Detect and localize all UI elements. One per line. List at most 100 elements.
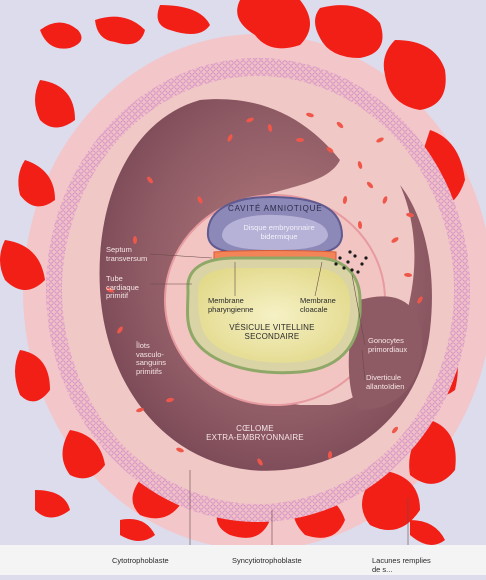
vessel-19 bbox=[117, 326, 123, 334]
yolk-sac-label: VÉSICULE VITELLINE SECONDAIRE bbox=[220, 323, 324, 341]
vessel-3 bbox=[357, 161, 363, 169]
germ-cells-line1: Gonocytes bbox=[368, 336, 404, 345]
primordial-germ-cells bbox=[334, 250, 368, 274]
vessel-20 bbox=[136, 407, 144, 413]
pharyngeal-line2: pharyngienne bbox=[208, 304, 254, 314]
cloacal-membrane-label: Membrane cloacale bbox=[300, 296, 336, 314]
lacuna-4 bbox=[237, 0, 310, 49]
vessel-22 bbox=[257, 458, 263, 466]
vessel-23 bbox=[327, 451, 333, 459]
vessel-25 bbox=[166, 397, 174, 403]
lacuna-6 bbox=[383, 40, 446, 110]
vessel-11 bbox=[406, 212, 414, 218]
leader-lines bbox=[149, 253, 409, 555]
vessel-12 bbox=[366, 181, 374, 189]
vessel-7 bbox=[336, 121, 344, 129]
septum-line1: Septum bbox=[106, 245, 132, 254]
vessel-14 bbox=[417, 296, 423, 304]
tube-line1: Tube bbox=[106, 274, 123, 283]
allantois-line2: allantoïdien bbox=[366, 381, 405, 391]
lacuna-15 bbox=[62, 430, 105, 479]
lacuna-20 bbox=[35, 490, 70, 518]
lacuna-17 bbox=[0, 240, 45, 290]
germ-cell-4 bbox=[360, 262, 364, 266]
vessel-10 bbox=[376, 137, 384, 143]
lacuna-22 bbox=[410, 520, 445, 545]
coelom-line2: EXTRA-EMBRYONNAIRE bbox=[206, 433, 304, 442]
germ-cell-10 bbox=[348, 250, 352, 254]
vessel-18 bbox=[132, 236, 138, 244]
blood-islands-label: Îlots vasculo- sanguins primitifs bbox=[136, 341, 167, 376]
vessel-16 bbox=[306, 112, 314, 118]
cloacal-line1: Membrane bbox=[300, 296, 336, 305]
allantois-label: Diverticule allantoïdien bbox=[366, 373, 405, 391]
lacunae-line2: de s... bbox=[372, 564, 393, 574]
embryonic-disc-line2: bidermique bbox=[260, 231, 298, 241]
germ-cell-6 bbox=[342, 266, 346, 270]
vessel-9 bbox=[227, 134, 233, 142]
lacuna-19 bbox=[35, 80, 75, 128]
lacuna-1 bbox=[40, 22, 82, 49]
blood-islands-line4: primitifs bbox=[136, 366, 162, 376]
germ-cell-1 bbox=[338, 256, 342, 260]
germ-cells-label: Gonocytes primordiaux bbox=[368, 336, 408, 354]
allantois-line1: Diverticule bbox=[366, 373, 402, 382]
cloacal-line2: cloacale bbox=[300, 304, 328, 314]
pharyngeal-line1: Membrane bbox=[208, 296, 244, 305]
pharyngeal-membrane-label: Membrane pharyngienne bbox=[208, 296, 254, 314]
lacuna-16 bbox=[15, 350, 50, 402]
lacunae-label: Lacunes remplies de s... bbox=[372, 556, 431, 574]
lacunae-line1: Lacunes remplies bbox=[372, 556, 431, 565]
coelom-line1: CŒLOME bbox=[236, 424, 274, 433]
lacuna-18 bbox=[18, 160, 55, 207]
germ-cell-2 bbox=[346, 260, 350, 264]
yolk-sac-line2: SECONDAIRE bbox=[244, 332, 300, 341]
vessel-26 bbox=[106, 287, 114, 293]
septum-label: Septum transversum bbox=[106, 245, 148, 263]
lacuna-21 bbox=[120, 519, 155, 541]
blood-islands-line1: Îlots bbox=[136, 341, 150, 350]
vessel-1 bbox=[296, 138, 304, 142]
vessel-28 bbox=[342, 196, 348, 204]
germ-cell-7 bbox=[356, 270, 360, 274]
vessel-27 bbox=[197, 196, 203, 204]
lacuna-2 bbox=[95, 16, 145, 45]
blood-islands-line3: sanguins bbox=[136, 358, 167, 367]
amniotic-cavity-label: CAVITÉ AMNIOTIQUE bbox=[228, 204, 323, 213]
blood-vessels-group bbox=[106, 112, 423, 466]
tube-line2: cardiaque bbox=[106, 282, 139, 292]
cytotrophoblast-label: Cytotrophoblaste bbox=[112, 556, 169, 565]
germ-cell-8 bbox=[364, 256, 368, 260]
allantoic-pocket bbox=[348, 296, 423, 410]
germ-cell-3 bbox=[353, 254, 357, 258]
tube-line3: primitif bbox=[106, 291, 129, 300]
amniotic-inner bbox=[222, 214, 328, 250]
embryonic-disc-label: Disque embryonnaire bidermique bbox=[234, 223, 324, 241]
lacuna-11 bbox=[362, 470, 420, 530]
vessel-24 bbox=[391, 426, 399, 434]
syncytiotrophoblast-label: Syncytiotrophoblaste bbox=[232, 556, 302, 565]
coelom-label: CŒLOME EXTRA-EMBRYONNAIRE bbox=[190, 424, 320, 442]
vessel-21 bbox=[176, 447, 184, 453]
vessel-2 bbox=[326, 147, 334, 153]
yolk-sac-inner bbox=[198, 268, 351, 363]
septum-line2: transversum bbox=[106, 253, 148, 263]
lacuna-3 bbox=[157, 5, 210, 34]
vessel-13 bbox=[357, 221, 363, 229]
vessel-4 bbox=[382, 196, 388, 204]
extraembryonic-coelom bbox=[99, 99, 432, 471]
caption-strip bbox=[0, 545, 486, 575]
vessel-15 bbox=[246, 117, 254, 123]
embryonic-disc-line1: Disque embryonnaire bbox=[243, 223, 315, 232]
blood-islands-line2: vasculo- bbox=[136, 349, 164, 359]
vessel-17 bbox=[147, 176, 153, 184]
yolk-sac-line1: VÉSICULE VITELLINE bbox=[229, 323, 315, 332]
germ-cell-5 bbox=[350, 268, 354, 272]
vessel-6 bbox=[404, 272, 412, 278]
lacuna-5 bbox=[315, 5, 383, 59]
vessel-8 bbox=[267, 124, 273, 132]
vessel-5 bbox=[391, 237, 399, 243]
germ-cells-line2: primordiaux bbox=[368, 344, 408, 354]
